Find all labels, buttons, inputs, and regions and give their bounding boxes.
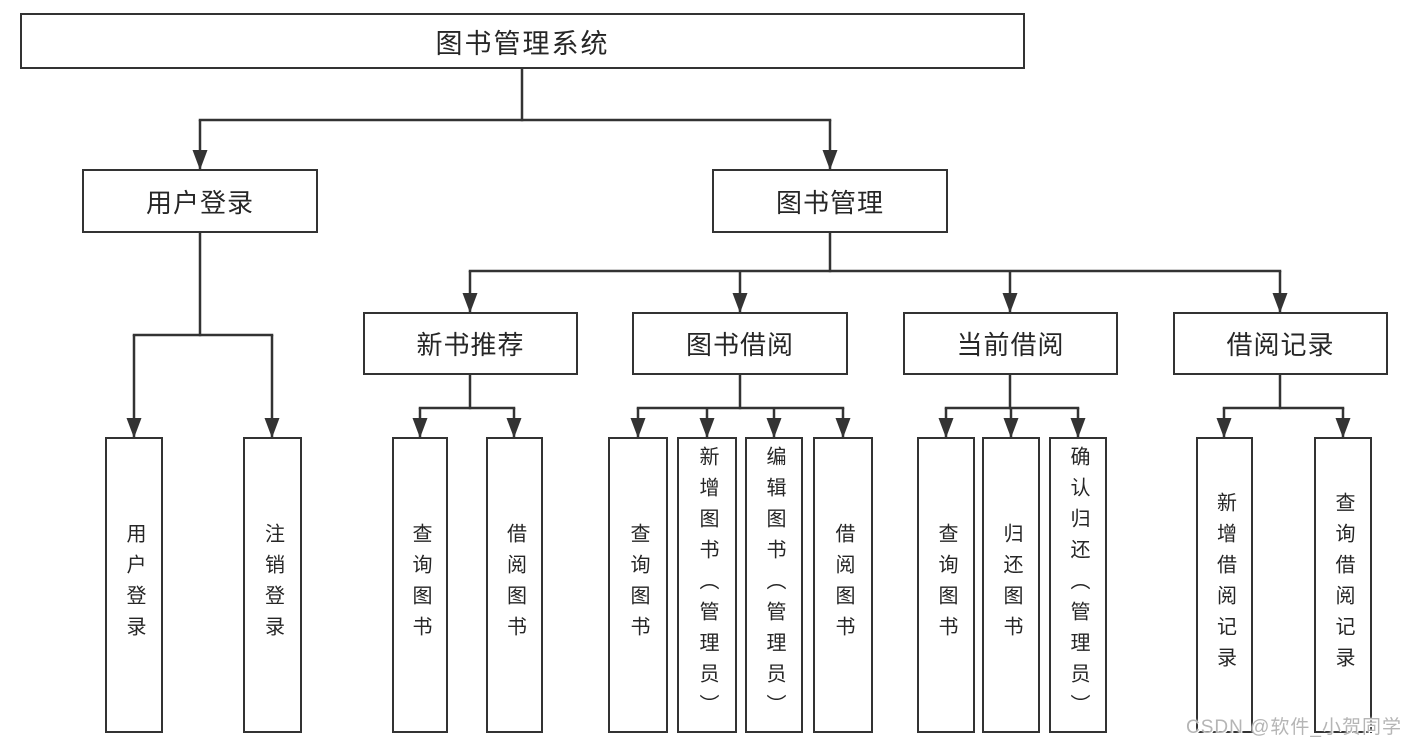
leaf-current-query-books: 查询图书 [917, 437, 975, 733]
connector-arrows [126, 120, 1351, 438]
leaf-recommend-borrow-books: 借阅图书 [486, 437, 543, 733]
leaf-recommend-query-books: 查询图书 [392, 437, 448, 733]
node-book-management: 图书管理 [712, 169, 948, 233]
leaf-current-return-books: 归还图书 [982, 437, 1040, 733]
node-root-library-management-system: 图书管理系统 [20, 13, 1025, 69]
leaf-current-confirm-return-admin: 确认归还（管理员） [1049, 437, 1107, 733]
node-book-borrowing: 图书借阅 [632, 312, 848, 375]
leaf-borrow-query-books: 查询图书 [608, 437, 668, 733]
node-current-borrowing: 当前借阅 [903, 312, 1118, 375]
leaf-borrow-borrow-books: 借阅图书 [813, 437, 873, 733]
leaf-user-login: 用户登录 [105, 437, 163, 733]
node-user-login: 用户登录 [82, 169, 318, 233]
leaf-borrow-add-books-admin: 新增图书（管理员） [677, 437, 737, 733]
node-borrowing-records: 借阅记录 [1173, 312, 1388, 375]
leaf-records-add-record: 新增借阅记录 [1196, 437, 1253, 733]
leaf-records-query-record: 查询借阅记录 [1314, 437, 1372, 733]
node-new-book-recommendation: 新书推荐 [363, 312, 578, 375]
csdn-watermark: CSDN @软件_小贺同学 [1186, 717, 1402, 738]
leaf-borrow-edit-books-admin: 编辑图书（管理员） [745, 437, 803, 733]
connector-rails [132, 67, 1345, 410]
leaf-logout: 注销登录 [243, 437, 302, 733]
